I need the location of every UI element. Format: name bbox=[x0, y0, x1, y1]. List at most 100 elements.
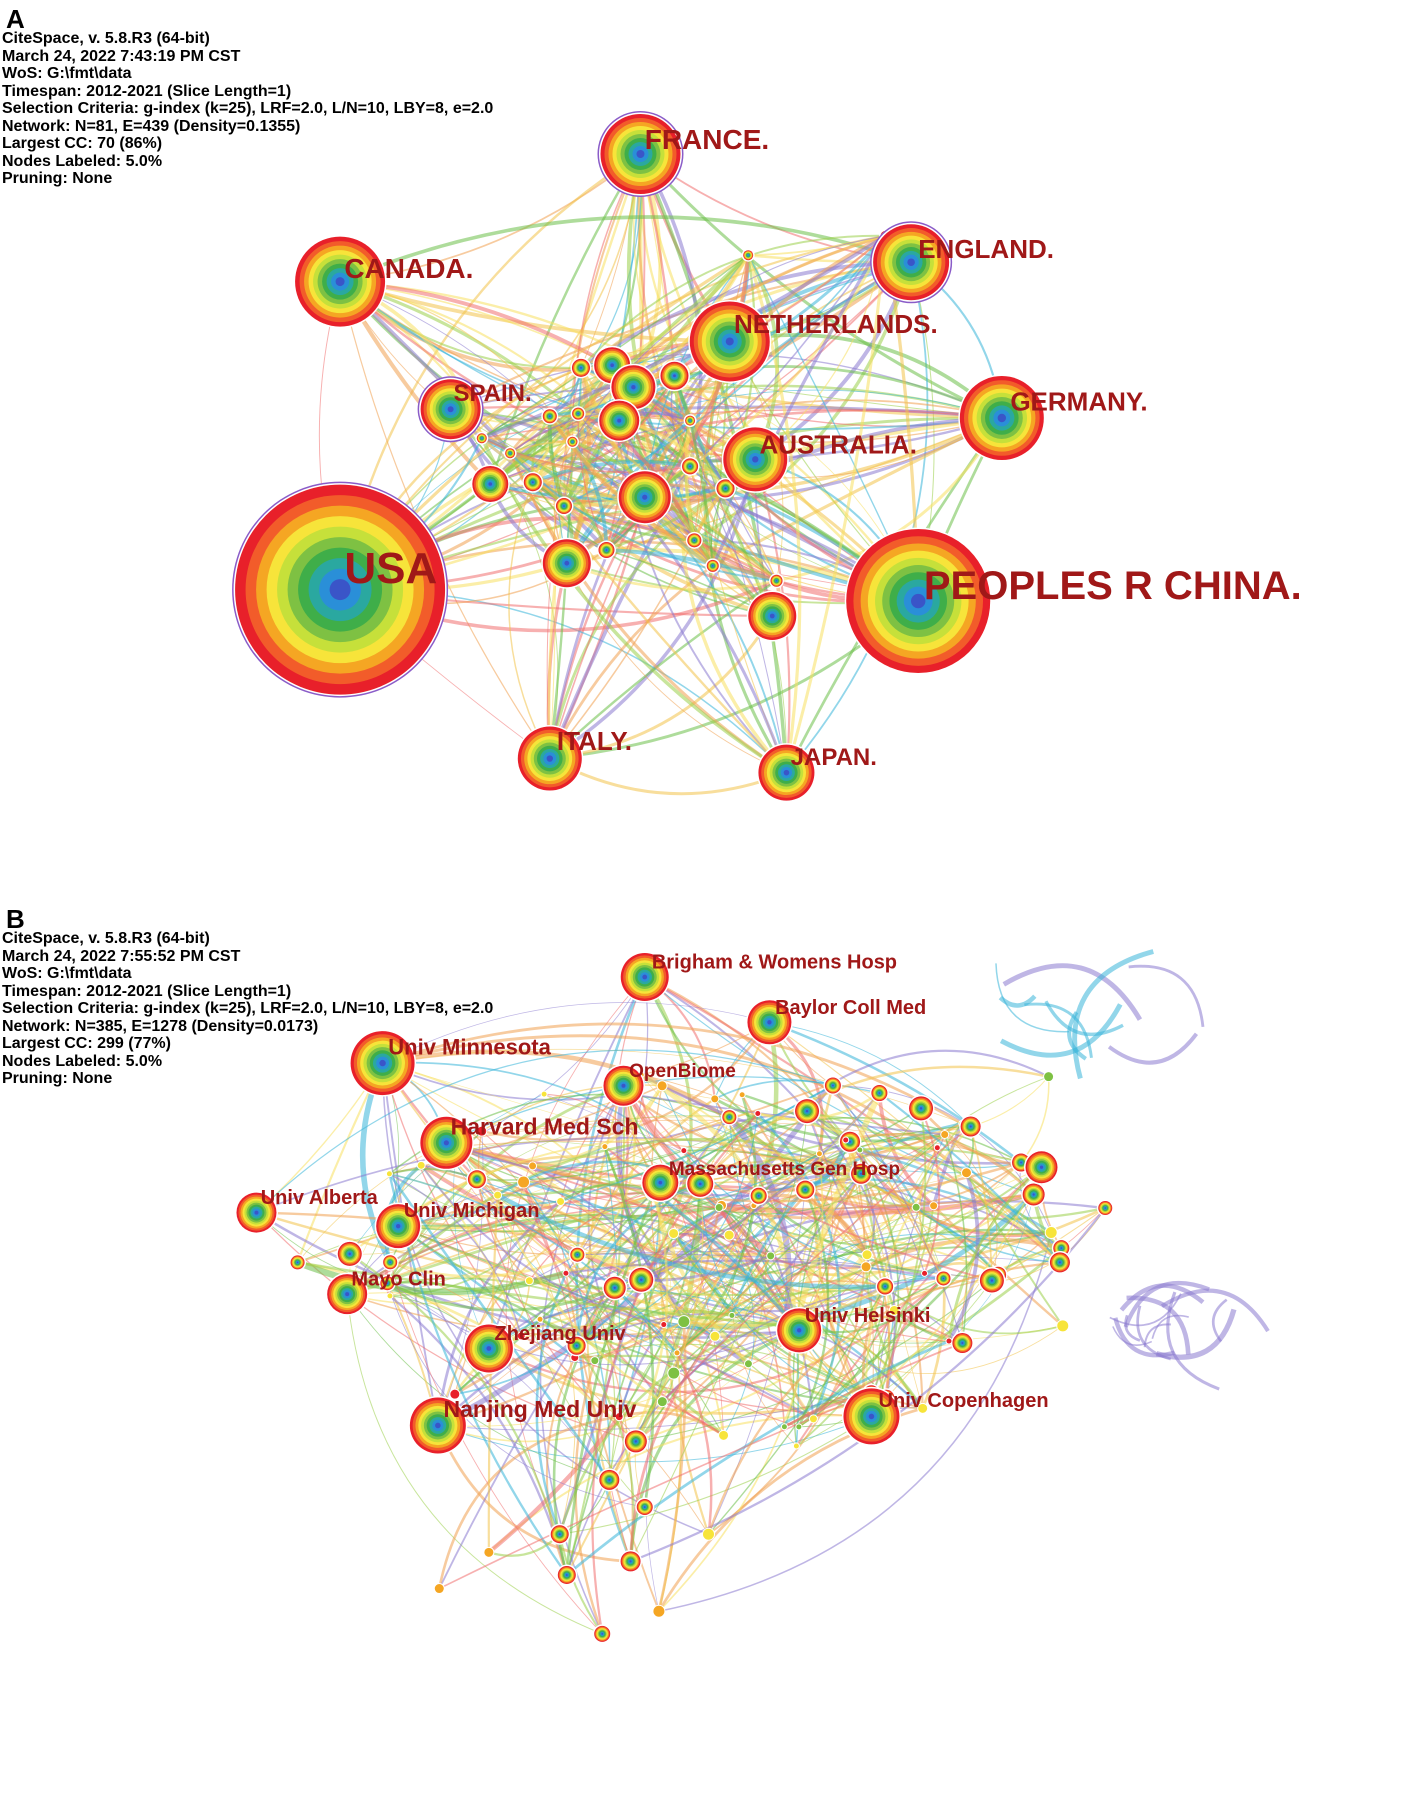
network-node[interactable] bbox=[562, 1269, 570, 1277]
node-france[interactable] bbox=[597, 111, 684, 197]
network-node[interactable] bbox=[660, 1321, 668, 1329]
network-node[interactable] bbox=[959, 1115, 983, 1138]
network-node[interactable] bbox=[635, 1497, 655, 1517]
node-italy[interactable] bbox=[516, 725, 584, 793]
network-node[interactable] bbox=[619, 1549, 643, 1573]
network-node[interactable] bbox=[475, 431, 489, 445]
network-node[interactable] bbox=[566, 1335, 588, 1357]
network-node[interactable] bbox=[728, 1311, 736, 1319]
network-node[interactable] bbox=[702, 1527, 715, 1541]
network-node[interactable] bbox=[554, 496, 574, 516]
network-node[interactable] bbox=[667, 1366, 681, 1380]
network-node[interactable] bbox=[929, 1201, 939, 1211]
network-node[interactable] bbox=[907, 1094, 935, 1122]
network-node[interactable] bbox=[875, 1276, 895, 1296]
network-node[interactable] bbox=[1096, 1199, 1114, 1217]
network-node[interactable] bbox=[601, 1143, 609, 1151]
network-node[interactable] bbox=[823, 1076, 843, 1096]
network-node[interactable] bbox=[815, 1150, 823, 1158]
network-node[interactable] bbox=[524, 1276, 534, 1286]
network-node[interactable] bbox=[795, 1423, 803, 1431]
network-node[interactable] bbox=[945, 1337, 953, 1345]
network-node[interactable] bbox=[470, 464, 510, 504]
network-node[interactable] bbox=[528, 1161, 538, 1171]
network-node[interactable] bbox=[541, 407, 559, 425]
node-germany[interactable] bbox=[958, 374, 1046, 462]
node-mayo-clin[interactable] bbox=[325, 1272, 369, 1316]
node-univ-copenhagen[interactable] bbox=[841, 1386, 901, 1446]
network-node[interactable] bbox=[741, 248, 755, 262]
network-node[interactable] bbox=[556, 1196, 566, 1206]
node-peoples-r-china[interactable] bbox=[844, 527, 992, 675]
network-node[interactable] bbox=[386, 1292, 394, 1300]
network-node[interactable] bbox=[715, 477, 737, 499]
network-node[interactable] bbox=[720, 1108, 738, 1126]
network-node[interactable] bbox=[921, 1269, 929, 1277]
network-node[interactable] bbox=[749, 1186, 769, 1206]
network-node[interactable] bbox=[808, 1414, 818, 1424]
node-baylor-coll-med[interactable] bbox=[745, 998, 793, 1046]
node-brigham-womens-hosp[interactable] bbox=[619, 951, 671, 1003]
network-node[interactable] bbox=[1056, 1319, 1070, 1333]
network-node[interactable] bbox=[652, 1604, 666, 1618]
network-node[interactable] bbox=[658, 360, 690, 392]
node-nanjing-med-univ[interactable] bbox=[408, 1395, 468, 1455]
network-node[interactable] bbox=[673, 1349, 681, 1357]
network-node[interactable] bbox=[617, 469, 673, 525]
network-node[interactable] bbox=[602, 1275, 628, 1301]
network-node[interactable] bbox=[680, 1147, 688, 1155]
network-node[interactable] bbox=[549, 1523, 571, 1545]
node-zhejiang-univ[interactable] bbox=[463, 1322, 515, 1374]
network-node[interactable] bbox=[680, 456, 700, 476]
network-node[interactable] bbox=[570, 406, 586, 422]
network-node[interactable] bbox=[568, 1246, 586, 1264]
network-node[interactable] bbox=[433, 1583, 445, 1595]
network-node[interactable] bbox=[718, 1429, 730, 1441]
network-node[interactable] bbox=[627, 1266, 655, 1294]
network-node[interactable] bbox=[860, 1261, 872, 1273]
network-node[interactable] bbox=[385, 1170, 393, 1178]
node-univ-helsinki[interactable] bbox=[775, 1306, 823, 1354]
network-node[interactable] bbox=[933, 1144, 941, 1152]
network-node[interactable] bbox=[378, 1274, 396, 1292]
network-node[interactable] bbox=[503, 446, 517, 460]
network-node[interactable] bbox=[556, 1564, 578, 1586]
network-node[interactable] bbox=[685, 1169, 715, 1199]
node-canada[interactable] bbox=[293, 235, 387, 329]
network-node[interactable] bbox=[911, 1202, 921, 1212]
network-node[interactable] bbox=[950, 1331, 974, 1355]
network-node[interactable] bbox=[794, 1179, 816, 1201]
network-node[interactable] bbox=[842, 1136, 850, 1144]
network-node[interactable] bbox=[668, 1227, 680, 1239]
network-node[interactable] bbox=[754, 1110, 762, 1118]
network-node[interactable] bbox=[743, 1359, 753, 1369]
network-node[interactable] bbox=[856, 1146, 864, 1154]
network-node[interactable] bbox=[960, 1167, 972, 1179]
network-node[interactable] bbox=[381, 1253, 399, 1271]
network-node[interactable] bbox=[1021, 1182, 1047, 1208]
node-spain[interactable] bbox=[417, 376, 484, 443]
node-massachusetts-gen-hosp[interactable] bbox=[640, 1163, 680, 1203]
network-node[interactable] bbox=[677, 1315, 691, 1329]
network-node[interactable] bbox=[861, 1249, 873, 1261]
network-node[interactable] bbox=[1043, 1071, 1055, 1083]
network-node[interactable] bbox=[656, 1396, 668, 1408]
network-node[interactable] bbox=[683, 414, 697, 428]
network-node[interactable] bbox=[934, 1269, 952, 1287]
node-openbiome[interactable] bbox=[601, 1064, 645, 1108]
node-univ-minnesota[interactable] bbox=[349, 1029, 417, 1097]
network-node[interactable] bbox=[723, 1229, 735, 1241]
network-node[interactable] bbox=[597, 399, 641, 443]
node-england[interactable] bbox=[870, 221, 953, 304]
network-node[interactable] bbox=[609, 363, 657, 411]
network-node[interactable] bbox=[517, 1175, 531, 1189]
network-node[interactable] bbox=[1048, 1250, 1072, 1274]
network-node[interactable] bbox=[541, 537, 593, 589]
network-node[interactable] bbox=[780, 1423, 788, 1431]
network-node[interactable] bbox=[590, 1356, 600, 1366]
node-australia[interactable] bbox=[721, 425, 789, 493]
network-node[interactable] bbox=[565, 435, 579, 449]
network-node[interactable] bbox=[746, 590, 798, 642]
network-node[interactable] bbox=[483, 1546, 495, 1558]
network-node[interactable] bbox=[769, 573, 785, 589]
